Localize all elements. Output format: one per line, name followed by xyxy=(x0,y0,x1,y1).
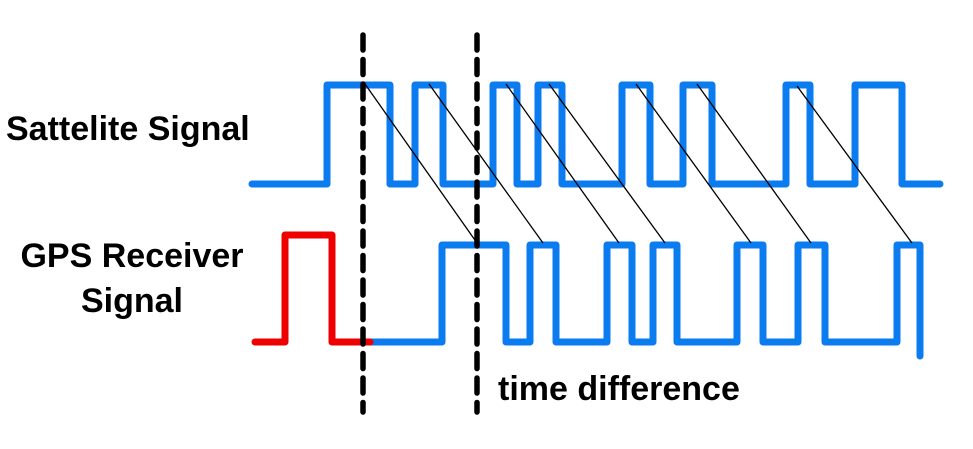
receiver-waveform xyxy=(362,241,924,360)
correlation-diagonal-line xyxy=(428,83,544,244)
correlation-diagonal-line xyxy=(505,83,620,244)
receiver-red-pulse xyxy=(251,231,374,346)
correlation-diagonal-line xyxy=(635,83,752,244)
gps-receiver-signal-label: GPS Receiver Signal xyxy=(0,234,264,324)
correlation-diagonal-line xyxy=(796,85,913,244)
correlation-diagonal-line xyxy=(696,83,812,244)
gps-receiver-label-line2: Signal xyxy=(80,282,184,320)
satellite-signal-label: Sattelite Signal xyxy=(6,110,250,148)
correlation-diagonal-line xyxy=(364,83,478,244)
time-difference-label: time difference xyxy=(498,370,740,408)
satellite-waveform xyxy=(248,81,944,188)
gps-receiver-label-line1: GPS Receiver xyxy=(20,237,244,275)
correlation-diagonal-line xyxy=(548,83,666,244)
